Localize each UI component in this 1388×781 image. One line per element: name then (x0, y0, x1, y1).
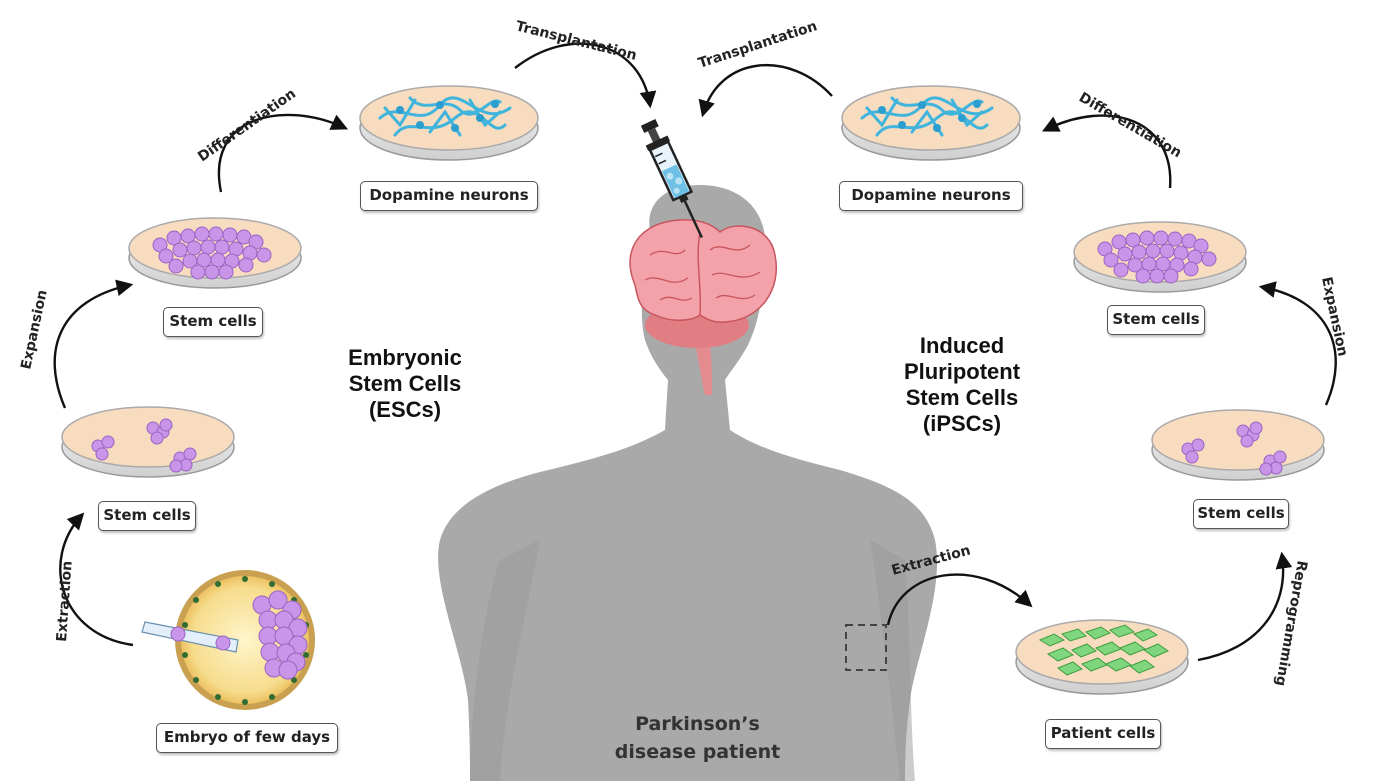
step-differentiation-left: Differentiation (195, 86, 299, 165)
arrow-transplant-right (698, 63, 833, 118)
arrow-expand-right (1258, 281, 1337, 406)
label-dopamine-neurons-left: Dopamine neurons (360, 181, 538, 211)
dish-dopamine-right (841, 85, 1021, 161)
patient-silhouette (438, 185, 938, 781)
label-stem-cells-left-lower: Stem cells (98, 501, 196, 531)
arrow-diff-right (1041, 114, 1172, 189)
dish-stem-cells-dense-right (1073, 221, 1247, 293)
label-embryo: Embryo of few days (156, 723, 338, 753)
patient-caption-line-1: Parkinson’s (635, 713, 760, 735)
arrow-extract-right (886, 573, 1033, 626)
patient-caption: Parkinson’s disease patient (600, 710, 795, 766)
brain-icon (629, 219, 777, 395)
dish-stem-cells-dense-left (128, 217, 302, 289)
label-patient-cells: Patient cells (1045, 719, 1161, 749)
heading-ipsc-line-4: (iPSCs) (922, 411, 1002, 436)
step-extraction-left: Extraction (54, 560, 76, 642)
arrow-extract-left (59, 512, 134, 647)
heading-ipsc-line-3: Stem Cells (905, 385, 1019, 410)
heading-esc: Embryonic Stem Cells (ESCs) (315, 345, 495, 423)
step-expansion-right: Expansion (1318, 276, 1350, 358)
dish-stem-cells-sparse-left (61, 406, 235, 478)
arrow-reprogram (1197, 551, 1293, 662)
heading-ipsc-line-2: Pluripotent (903, 359, 1021, 384)
pipette-icon (141, 621, 239, 653)
syringe-icon (640, 119, 703, 239)
heading-esc-line-2: Stem Cells (348, 371, 462, 396)
process-arrows (53, 42, 1337, 662)
step-transplantation-right: Transplantation (696, 18, 819, 72)
label-stem-cells-left-upper: Stem cells (163, 307, 263, 337)
step-differentiation-right: Differentiation (1076, 90, 1184, 162)
patient-caption-line-2: disease patient (614, 741, 781, 763)
arrow-transplant-left (514, 42, 657, 109)
extraction-site-marker (845, 624, 887, 671)
dish-stem-cells-sparse-right (1151, 409, 1325, 481)
step-reprogramming: Reprogramming (1272, 559, 1310, 687)
dish-patient-cells (1015, 619, 1189, 695)
label-stem-cells-right-upper: Stem cells (1107, 305, 1205, 335)
label-dopamine-neurons-right: Dopamine neurons (839, 181, 1023, 211)
arrow-expand-left (53, 279, 134, 409)
heading-ipsc: Induced Pluripotent Stem Cells (iPSCs) (872, 333, 1052, 437)
step-expansion-left: Expansion (18, 289, 50, 371)
arrow-diff-left (217, 113, 349, 193)
heading-esc-line-3: (ESCs) (368, 397, 442, 422)
heading-esc-line-1: Embryonic (348, 345, 462, 370)
heading-ipsc-line-1: Induced (919, 333, 1005, 358)
label-stem-cells-right-lower: Stem cells (1193, 499, 1289, 529)
dish-dopamine-left (359, 85, 539, 161)
embryo-illustration (141, 570, 315, 710)
